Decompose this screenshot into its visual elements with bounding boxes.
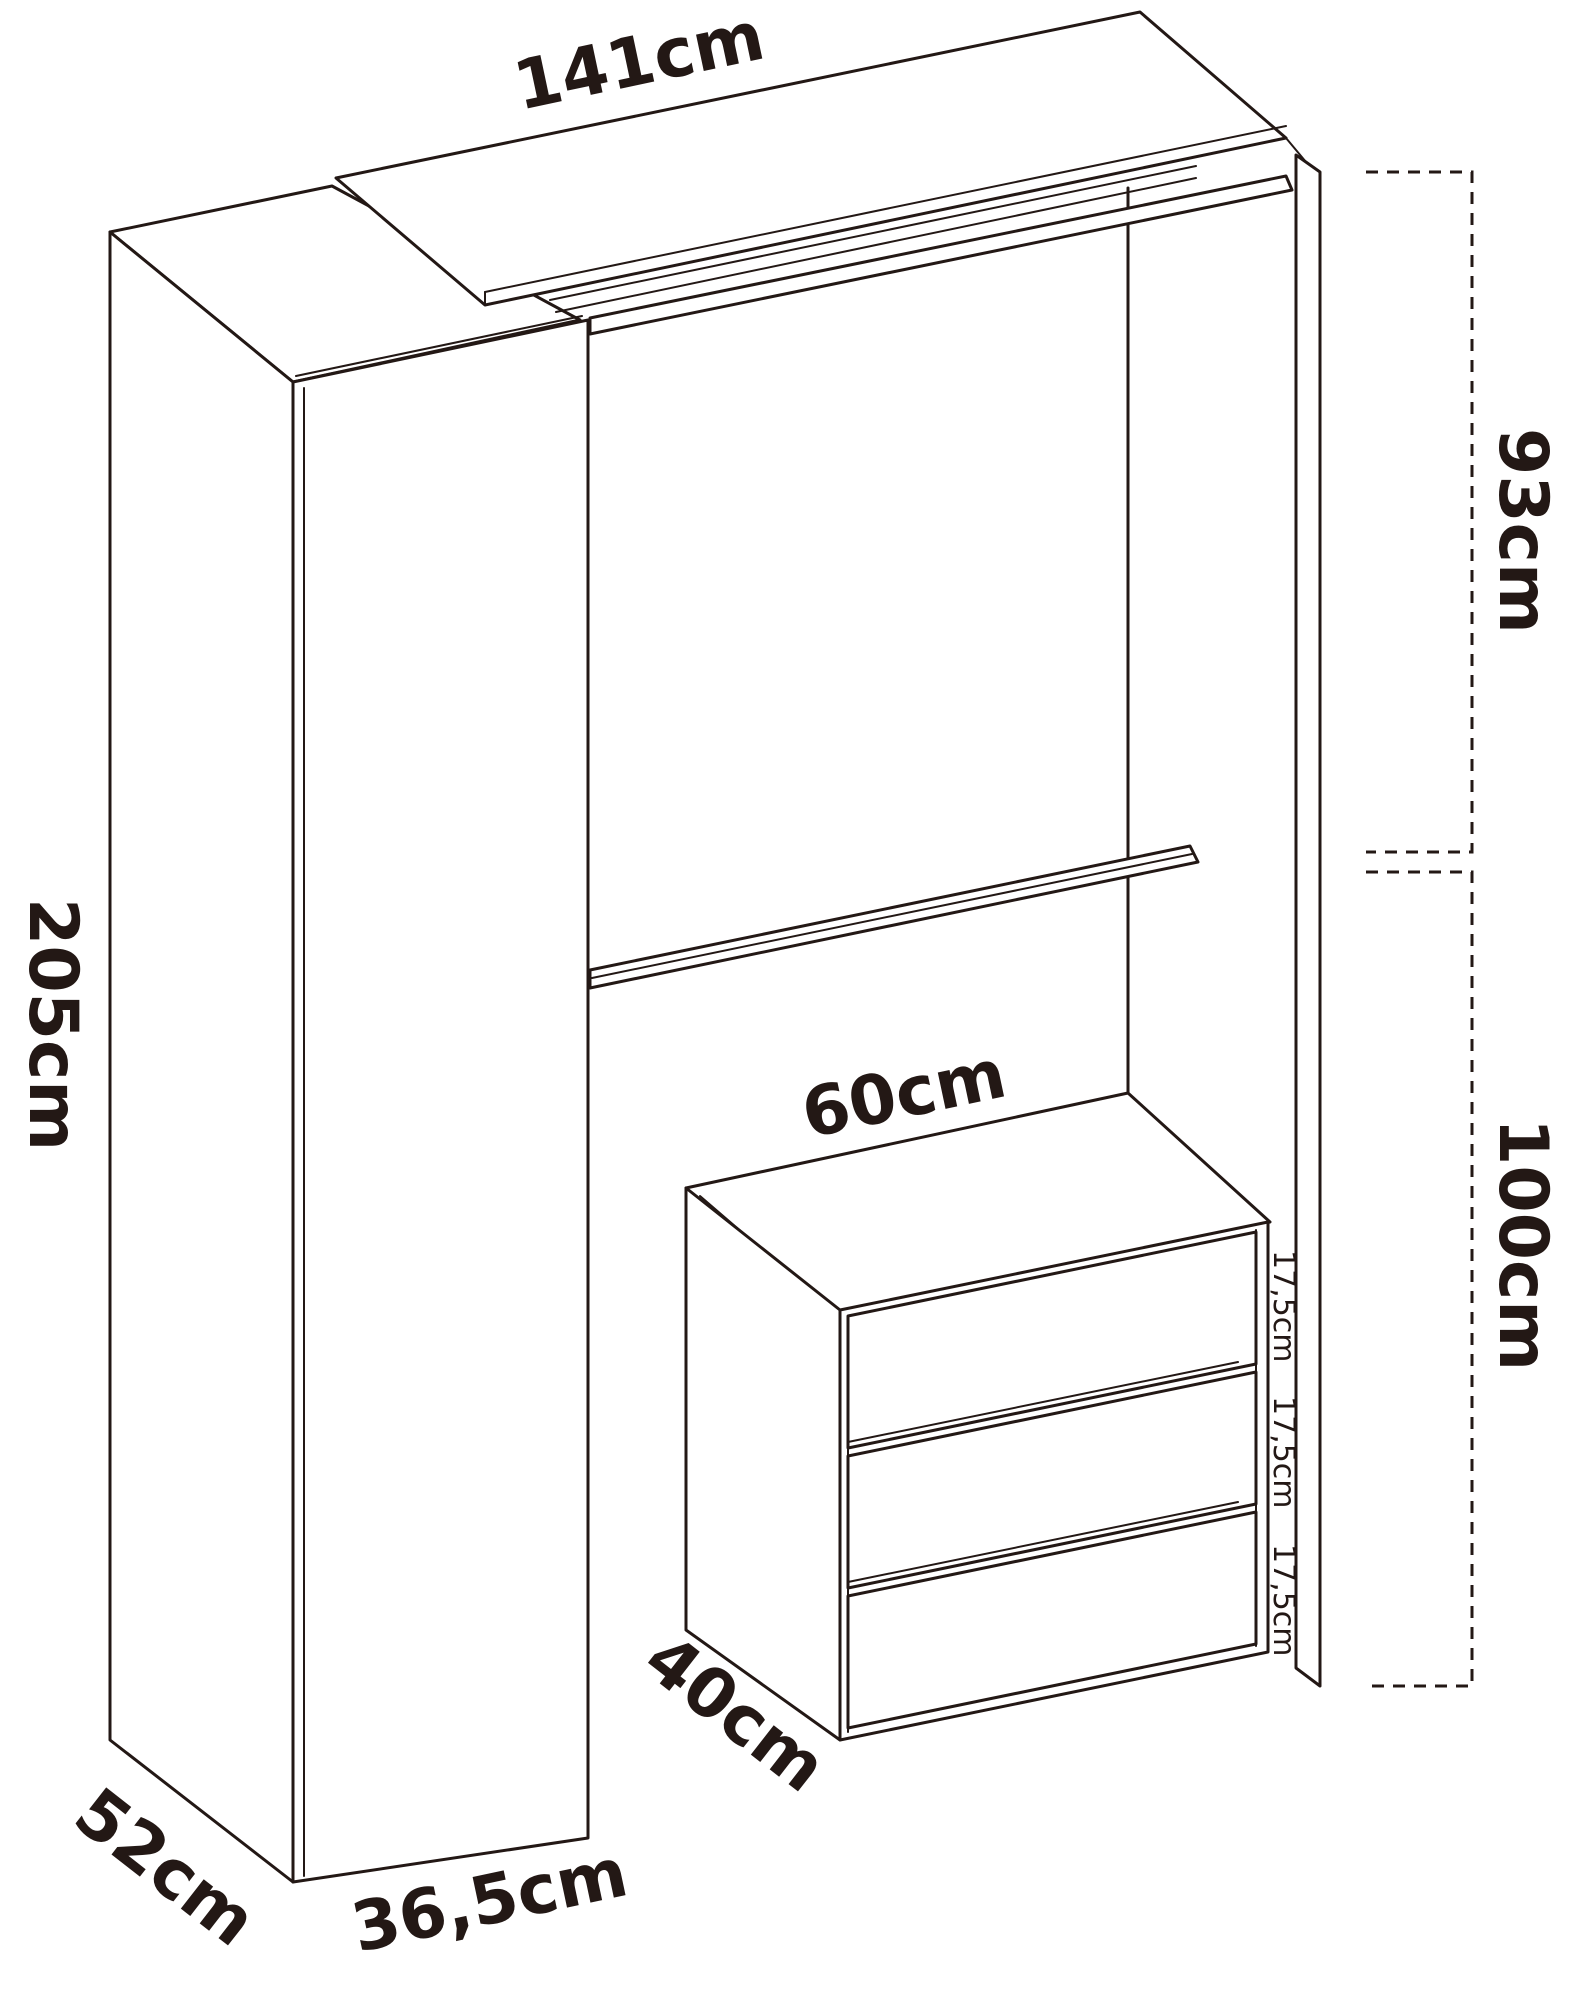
tower-side xyxy=(108,230,295,1884)
top-shelf-panel xyxy=(334,10,1288,307)
tower-front xyxy=(291,318,590,1884)
upper-section-bracket xyxy=(1366,170,1474,854)
right-side-panel xyxy=(1294,153,1322,1688)
drawer-2 xyxy=(846,1370,1258,1590)
chest-of-drawers xyxy=(684,1091,1272,1742)
drawer-3-height-label: 17,5cm xyxy=(1266,1544,1301,1657)
drawer-2-height-label: 17,5cm xyxy=(1266,1396,1301,1509)
drawer-3 xyxy=(846,1510,1258,1730)
drawer-1-height-label: 17,5cm xyxy=(1266,1250,1301,1363)
lower-hanging-rail xyxy=(588,844,1200,990)
tall-tower xyxy=(108,184,590,1884)
lower-section-label: 100cm xyxy=(1483,1118,1562,1371)
hanging-frame xyxy=(549,137,1322,1688)
total-height-label: 205cm xyxy=(13,898,92,1151)
drawer-1 xyxy=(846,1230,1258,1450)
upper-hanging-rail xyxy=(588,174,1294,336)
lower-section-bracket xyxy=(1366,870,1474,1688)
upper-section-label: 93cm xyxy=(1483,428,1562,634)
dimension-brackets xyxy=(1366,170,1474,1688)
top-shelf xyxy=(334,10,1288,307)
